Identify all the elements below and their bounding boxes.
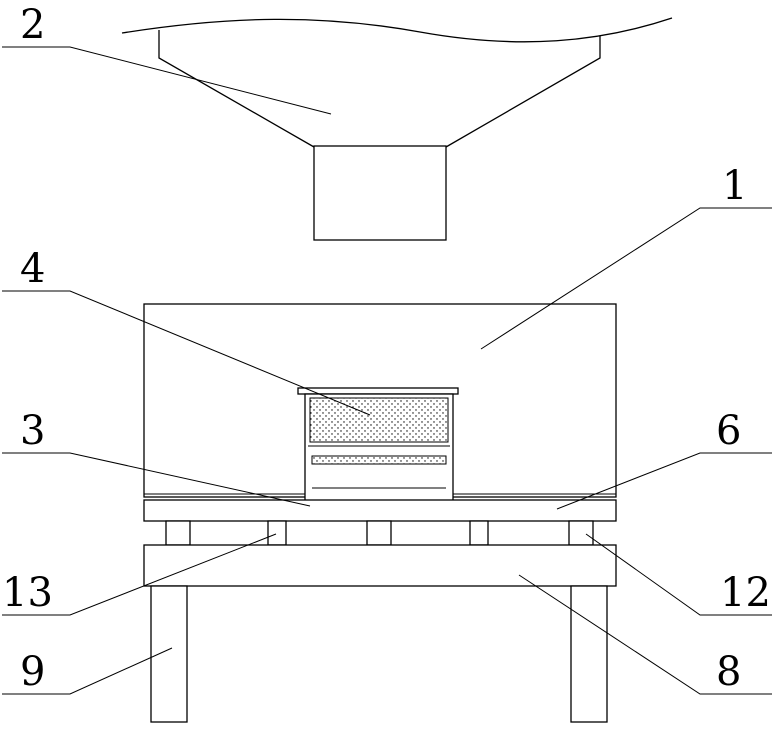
container-lid <box>298 388 458 394</box>
spacer-blocks <box>166 521 593 545</box>
label-2: 2 <box>20 2 45 48</box>
inner-container <box>298 388 458 510</box>
label-4: 4 <box>20 246 45 292</box>
table-top <box>144 545 616 586</box>
hopper-outlet <box>314 146 446 240</box>
hopper <box>122 18 672 240</box>
table-leg-right <box>571 586 607 722</box>
label-9: 9 <box>20 649 45 695</box>
label-13: 13 <box>2 570 53 616</box>
lower-filter-strip <box>312 456 446 464</box>
hopper-top-curve <box>122 18 672 42</box>
label-1: 1 <box>722 163 747 209</box>
base-plate <box>144 500 616 521</box>
spacer-block <box>569 521 593 545</box>
label-12: 12 <box>720 570 771 616</box>
label-3: 3 <box>20 408 45 454</box>
table-leg-left <box>151 586 187 722</box>
spacer-block <box>470 521 488 545</box>
label-6: 6 <box>716 408 741 454</box>
label-8: 8 <box>716 649 741 695</box>
filter-layer <box>310 398 448 442</box>
spacer-block <box>166 521 190 545</box>
spacer-block <box>268 521 286 545</box>
hopper-funnel <box>159 30 600 147</box>
spacer-block <box>367 521 391 545</box>
leader-2 <box>2 47 331 114</box>
